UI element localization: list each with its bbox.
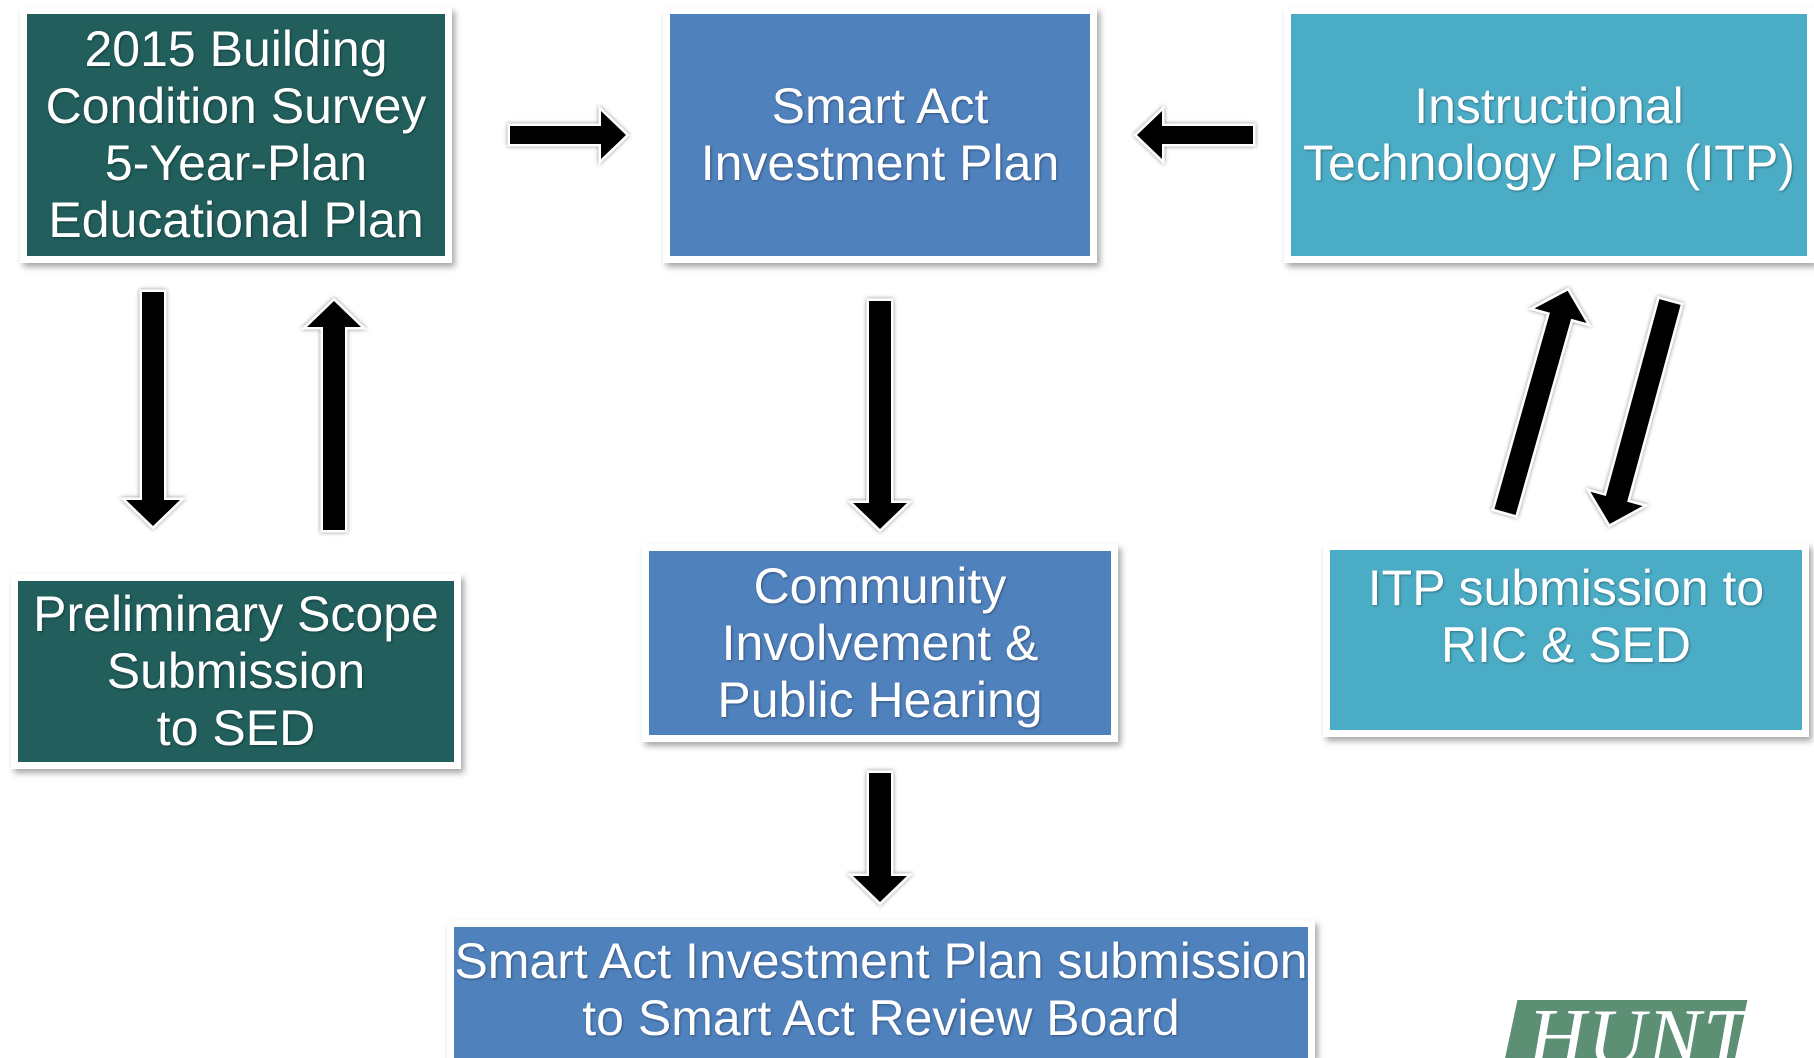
box-line: Educational Plan xyxy=(48,192,424,248)
box-line: Submission xyxy=(106,643,366,699)
building-survey-plan-box: 2015 Building Condition Survey 5-Year-Pl… xyxy=(20,7,452,263)
hunt-logo: HUNT xyxy=(1500,1000,1760,1058)
box-line: Investment Plan xyxy=(700,135,1060,191)
box-line: 2015 Building xyxy=(84,21,388,77)
box-line: to Smart Act Review Board xyxy=(582,990,1180,1046)
instructional-technology-plan-box: Instructional Technology Plan (ITP) xyxy=(1284,7,1814,263)
itp-submission-box: ITP submission to RIC & SED xyxy=(1323,543,1809,737)
arrow-right-icon xyxy=(507,105,630,165)
arrow-up-icon xyxy=(300,297,368,533)
logo-text: HUNT xyxy=(1528,1000,1750,1058)
box-line: Smart Act xyxy=(771,78,989,134)
box-line: Public Hearing xyxy=(717,671,1043,728)
arrow-down-icon xyxy=(846,298,914,533)
arrow-down-icon xyxy=(119,289,187,530)
box-line: 5-Year-Plan xyxy=(104,135,368,191)
community-involvement-box: Community Involvement & Public Hearing xyxy=(642,544,1118,742)
box-line: Instructional xyxy=(1414,78,1684,134)
arrow-up-icon xyxy=(1491,287,1592,519)
box-line: Technology Plan (ITP) xyxy=(1303,135,1795,191)
box-line: Preliminary Scope xyxy=(33,586,439,642)
box-line: to SED xyxy=(156,700,316,756)
box-line: RIC & SED xyxy=(1440,617,1692,673)
arrow-left-icon xyxy=(1133,105,1256,165)
review-board-submission-box: Smart Act Investment Plan submission to … xyxy=(447,920,1315,1058)
preliminary-scope-submission-box: Preliminary Scope Submission to SED xyxy=(11,574,461,769)
box-line: ITP submission to xyxy=(1367,560,1765,616)
smart-act-investment-plan-box: Smart Act Investment Plan xyxy=(663,7,1097,263)
box-line: Involvement & xyxy=(721,614,1039,671)
arrow-down-icon xyxy=(1585,296,1684,528)
box-line: Condition Survey xyxy=(45,78,427,134)
box-line: Smart Act Investment Plan submission xyxy=(454,933,1308,989)
arrow-down-icon xyxy=(846,770,914,906)
box-line: Community xyxy=(753,557,1007,614)
